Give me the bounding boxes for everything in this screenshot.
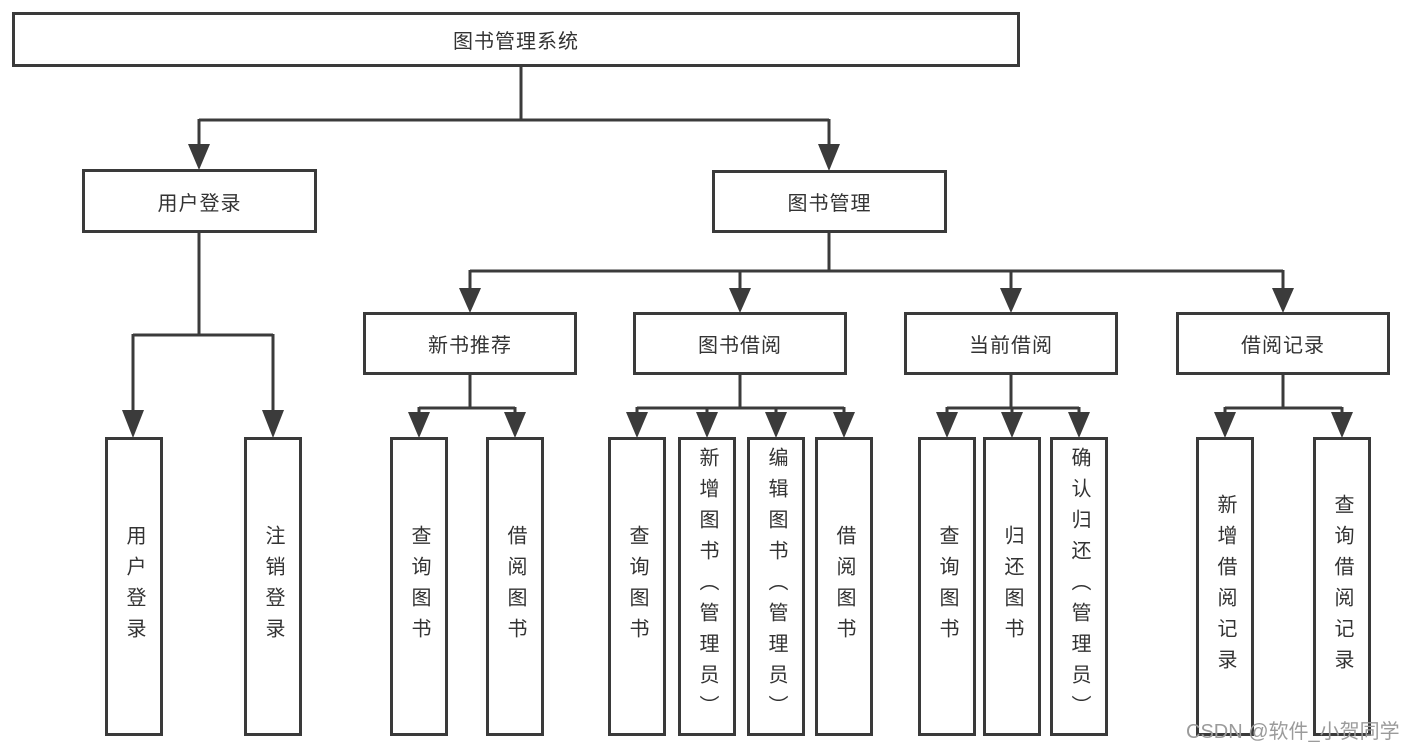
arrowhead [262, 410, 284, 438]
connector-current-borrow-to-leaves [936, 375, 1090, 438]
node-user-login-label: 用户登录 [157, 192, 242, 215]
arrowhead [1068, 412, 1090, 438]
leaf-current-return-books-label: 归还图书 [1001, 524, 1023, 649]
node-borrow-records: 借阅记录 [1176, 312, 1390, 375]
leaf-borrow-edit-books-admin-label: 编辑图书（管理员） [765, 447, 787, 726]
node-root: 图书管理系统 [12, 12, 1020, 67]
arrowhead [122, 410, 144, 438]
leaf-user-login: 用户登录 [105, 437, 163, 736]
leaf-borrow-query-books: 查询图书 [608, 437, 666, 736]
leaf-borrow-borrow-books-label: 借阅图书 [833, 524, 855, 649]
arrowhead [729, 288, 751, 313]
node-borrow-records-label: 借阅记录 [1241, 335, 1325, 357]
node-book-management: 图书管理 [712, 170, 947, 233]
leaf-user-login-label: 用户登录 [123, 524, 145, 649]
leaf-borrow-query-books-label: 查询图书 [626, 524, 648, 649]
leaf-records-add-record: 新增借阅记录 [1196, 437, 1254, 736]
leaf-borrow-borrow-books: 借阅图书 [815, 437, 873, 736]
leaf-current-query-books: 查询图书 [918, 437, 976, 736]
leaf-newbook-query-books-label: 查询图书 [408, 524, 430, 649]
node-new-book-recommend: 新书推荐 [363, 312, 577, 375]
leaf-borrow-add-books-admin-label: 新增图书（管理员） [696, 447, 718, 726]
leaf-records-add-record-label: 新增借阅记录 [1214, 493, 1236, 680]
arrowhead [1000, 288, 1022, 313]
arrowhead [504, 412, 526, 438]
arrowhead [188, 144, 210, 170]
leaf-current-return-books: 归还图书 [983, 437, 1041, 736]
arrowhead [818, 144, 840, 171]
connector-root-to-level2 [188, 67, 840, 171]
leaf-newbook-query-books: 查询图书 [390, 437, 448, 736]
arrowhead [696, 412, 718, 438]
arrowhead [1272, 288, 1294, 313]
connector-book-management-to-level3 [459, 233, 1294, 313]
leaf-current-query-books-label: 查询图书 [936, 524, 958, 649]
arrowhead [833, 412, 855, 438]
arrowhead [936, 412, 958, 438]
leaf-records-query-record: 查询借阅记录 [1313, 437, 1371, 736]
node-book-management-label: 图书管理 [787, 193, 872, 215]
node-root-label: 图书管理系统 [453, 31, 579, 53]
connector-book-borrow-to-leaves [626, 375, 855, 438]
node-current-borrow: 当前借阅 [904, 312, 1118, 375]
connector-new-book-recommend-to-leaves [408, 375, 526, 438]
arrowhead [459, 288, 481, 313]
arrowhead [1001, 412, 1023, 438]
connector-borrow-records-to-leaves [1214, 375, 1353, 438]
node-book-borrow: 图书借阅 [633, 312, 847, 375]
node-current-borrow-label: 当前借阅 [969, 335, 1053, 357]
leaf-current-confirm-return-admin: 确认归还（管理员） [1050, 437, 1108, 736]
arrowhead [626, 412, 648, 438]
leaf-logout: 注销登录 [244, 437, 302, 736]
node-user-login: 用户登录 [82, 169, 317, 233]
leaf-current-confirm-return-admin-label: 确认归还（管理员） [1068, 447, 1090, 726]
leaf-records-query-record-label: 查询借阅记录 [1331, 493, 1353, 680]
leaf-newbook-borrow-books-label: 借阅图书 [504, 524, 526, 649]
watermark: CSDN @软件_小贺同学 [1186, 721, 1400, 743]
node-book-borrow-label: 图书借阅 [698, 335, 782, 357]
leaf-borrow-add-books-admin: 新增图书（管理员） [678, 437, 736, 736]
arrowhead [1214, 412, 1236, 438]
leaf-logout-label: 注销登录 [262, 524, 284, 649]
connector-user-login-to-leaves [122, 233, 284, 438]
leaf-borrow-edit-books-admin: 编辑图书（管理员） [747, 437, 805, 736]
node-new-book-recommend-label: 新书推荐 [428, 335, 512, 357]
leaf-newbook-borrow-books: 借阅图书 [486, 437, 544, 736]
arrowhead [765, 412, 787, 438]
arrowhead [408, 412, 430, 438]
arrowhead [1331, 412, 1353, 438]
